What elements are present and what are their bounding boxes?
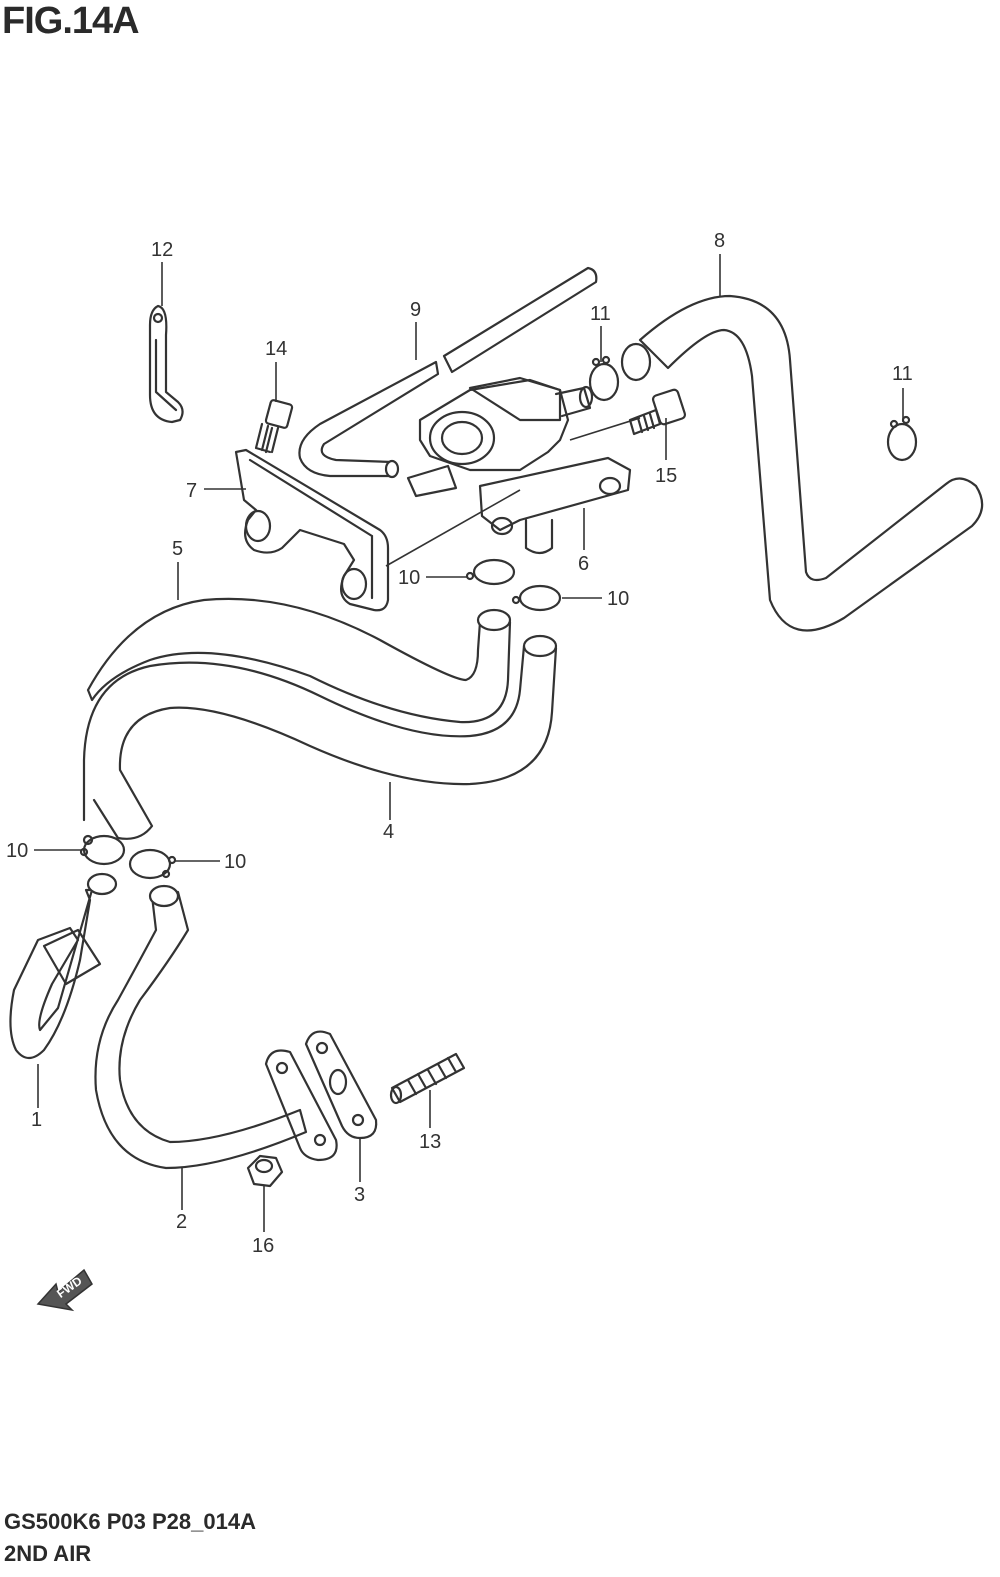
part-13-stud [389, 1052, 466, 1105]
part-14-screw [254, 399, 294, 454]
fwd-arrow-icon: FWD [36, 1268, 93, 1312]
callout-13: 13 [419, 1131, 441, 1153]
part-5-hose [86, 597, 512, 724]
section-name: 2ND AIR [4, 1541, 92, 1566]
callout-10-d: 10 [224, 851, 246, 873]
callout-3: 3 [354, 1184, 365, 1206]
callout-15: 15 [655, 465, 677, 487]
part-7-bracket [234, 448, 390, 612]
part-16-nut [246, 1154, 284, 1188]
part-10-clip-b [511, 584, 562, 612]
callout-16: 16 [252, 1235, 274, 1257]
callout-12: 12 [151, 239, 173, 261]
part-12-clamp [148, 304, 184, 424]
part-6-valve [385, 376, 641, 567]
part-9-hose [298, 266, 598, 479]
part-1-pipe [9, 872, 118, 1060]
part-11-clip-b [886, 415, 918, 462]
part-2-pipe [94, 884, 308, 1170]
part-10-clip-a [465, 558, 516, 586]
part-10-clip-d [128, 848, 177, 880]
callout-11-a: 11 [590, 303, 611, 325]
callout-10-c: 10 [6, 840, 28, 862]
callout-5: 5 [172, 538, 183, 560]
figure-title: FIG.14A [2, 0, 140, 42]
callout-4: 4 [383, 821, 394, 843]
callout-6: 6 [578, 553, 589, 575]
part-11-clip-a [588, 355, 620, 402]
callout-11-b: 11 [892, 363, 913, 385]
part-8-hose [620, 294, 984, 632]
callout-8: 8 [714, 230, 725, 252]
callout-14: 14 [265, 338, 287, 360]
callout-7: 7 [186, 480, 197, 502]
callout-10-a: 10 [398, 567, 420, 589]
callout-9: 9 [410, 299, 421, 321]
part-15-bolt [628, 388, 687, 436]
callout-1: 1 [31, 1109, 42, 1131]
part-10-clip-c [79, 834, 126, 866]
part-3-flange [264, 1030, 378, 1162]
leader-lines [34, 254, 904, 1232]
callout-10-b: 10 [607, 588, 629, 610]
model-code: GS500K6 P03 P28_014A [4, 1509, 256, 1534]
callout-2: 2 [176, 1211, 187, 1233]
part-4-hose [82, 634, 558, 840]
